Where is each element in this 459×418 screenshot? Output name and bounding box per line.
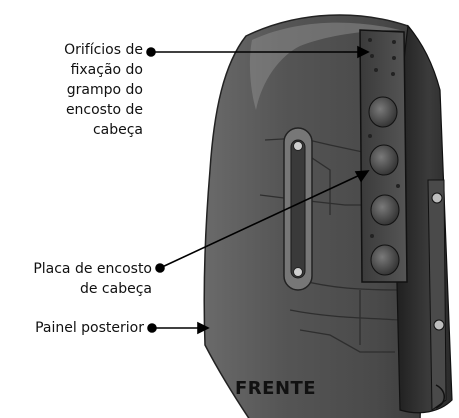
label-line: fixação do xyxy=(70,62,143,78)
label-clamp-holes: Orifícios de fixação do grampo do encost… xyxy=(0,40,143,140)
leader-lines xyxy=(146,45,370,335)
plate-hole xyxy=(368,96,398,128)
label-line: Orifícios de xyxy=(64,42,143,58)
plate-hole xyxy=(370,244,400,276)
label-headrest-plate: Placa de encosto de cabeça xyxy=(0,259,152,299)
label-line: cabeça xyxy=(92,122,143,138)
label-line: encosto de xyxy=(65,102,143,118)
label-rear-panel: Painel posterior xyxy=(0,318,144,338)
side-bracket xyxy=(427,179,447,411)
label-line: Placa de encosto xyxy=(33,261,152,277)
mounting-slot xyxy=(283,127,313,291)
label-line: Painel posterior xyxy=(35,320,144,336)
view-label-front: FRENTE xyxy=(235,378,317,399)
label-line: de cabeça xyxy=(79,281,152,297)
headrest-plate xyxy=(359,29,408,283)
plate-hole xyxy=(370,194,400,226)
label-line: grampo do xyxy=(66,82,143,98)
plate-hole xyxy=(369,144,399,176)
panel-highlight xyxy=(249,22,400,111)
